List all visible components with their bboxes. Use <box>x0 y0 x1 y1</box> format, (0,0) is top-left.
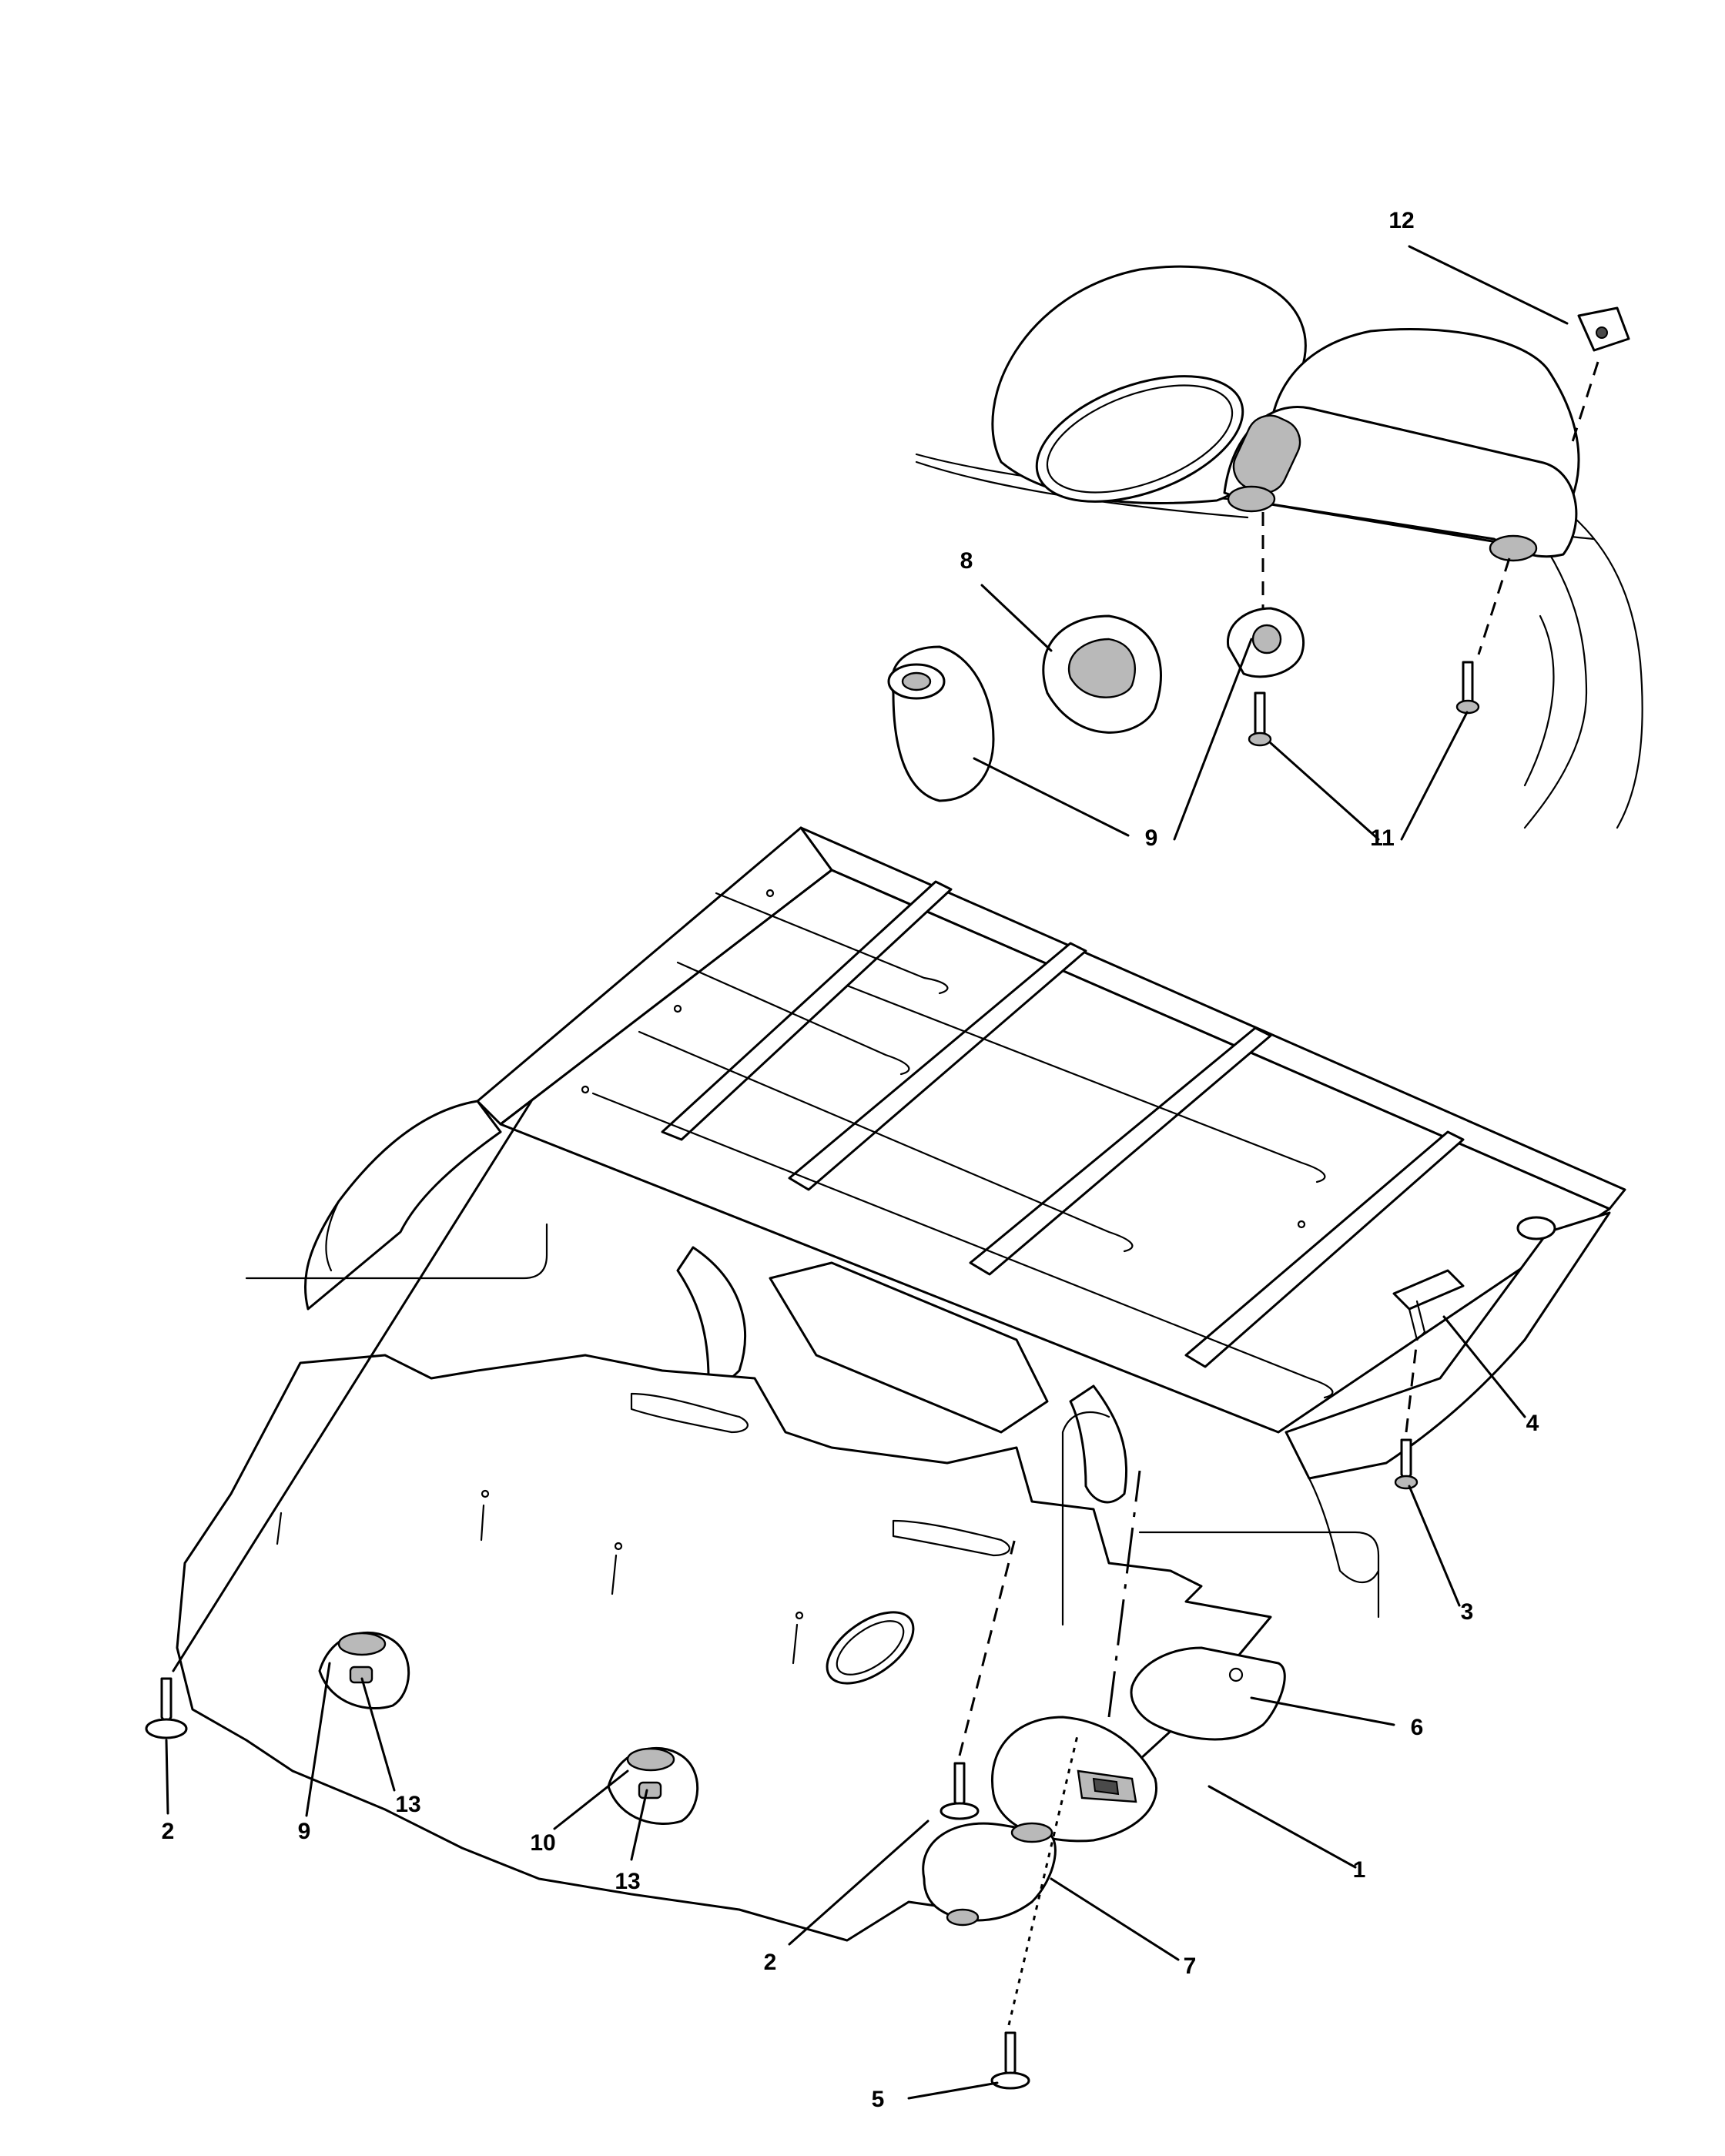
callout-5: 5 <box>872 2087 885 2112</box>
callout-11-left: 9 <box>298 1819 311 1844</box>
callout-7: 7 <box>1184 1953 1197 1979</box>
callout-2-center: 2 <box>764 1950 777 1975</box>
callout-1: 1 <box>1353 1857 1366 1883</box>
callout-labels: 12 8 9 11 4 3 6 1 7 5 2 2 9 13 10 13 <box>162 208 1539 2112</box>
roof-frame <box>303 826 1626 1583</box>
callout-2-left: 2 <box>162 1819 175 1844</box>
callout-9: 9 <box>1145 825 1158 851</box>
callout-11-right: 10 <box>530 1830 555 1856</box>
callout-10: 11 <box>1370 825 1395 851</box>
callout-leaders <box>165 245 1569 2100</box>
callout-4: 4 <box>1526 1411 1539 1436</box>
callout-13-left: 13 <box>395 1792 420 1817</box>
callout-12: 12 <box>1388 208 1414 233</box>
callout-6: 6 <box>1411 1715 1424 1740</box>
callout-8: 8 <box>960 548 973 574</box>
visor-inset <box>887 265 1643 829</box>
callout-3: 3 <box>1461 1599 1474 1625</box>
callout-13-right: 13 <box>615 1869 640 1894</box>
headliner-panel <box>145 1223 1380 2090</box>
